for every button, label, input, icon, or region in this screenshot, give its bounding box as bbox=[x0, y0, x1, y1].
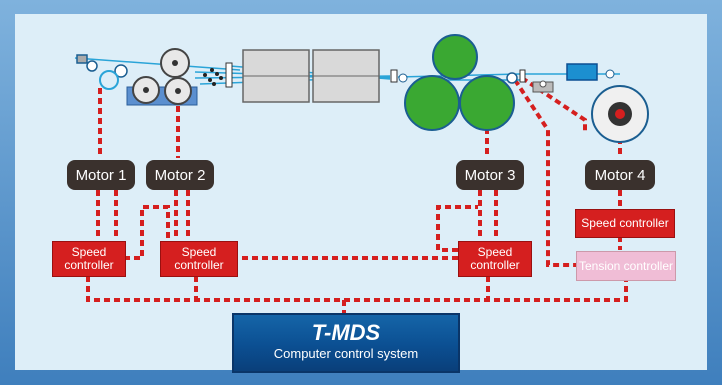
motor-3: Motor 3 bbox=[456, 160, 524, 190]
guide-roll-1 bbox=[86, 60, 98, 72]
line-bus bbox=[86, 276, 628, 302]
speed-controller-4: Speed controller bbox=[575, 209, 675, 238]
speed-controller-2-label: Speed controller bbox=[174, 245, 224, 272]
godet-top bbox=[432, 34, 478, 80]
stretch-rollers bbox=[126, 48, 198, 106]
speed-controller-3-label: Speed controller bbox=[470, 245, 520, 272]
motor-4: Motor 4 bbox=[585, 160, 655, 190]
tension-controller: Tension controller bbox=[576, 251, 676, 281]
tmds-title: T-MDS bbox=[311, 320, 381, 345]
motor-2: Motor 2 bbox=[146, 160, 214, 190]
speed-controller-2: Speed controller bbox=[160, 241, 238, 277]
tmds-subtitle: Computer control system bbox=[273, 346, 419, 361]
speed-controller-1: Speed controller bbox=[52, 241, 126, 277]
motor-1: Motor 1 bbox=[67, 160, 135, 190]
signal-lines bbox=[86, 76, 628, 313]
speed-controller-3: Speed controller bbox=[458, 241, 532, 277]
reed-guide bbox=[225, 62, 233, 88]
godet-left bbox=[404, 75, 460, 131]
line-ctrl1-ctrl2 bbox=[124, 205, 170, 260]
feed-guides bbox=[76, 54, 128, 90]
tmds-system-box: T-MDS Computer control system bbox=[232, 313, 460, 373]
winder bbox=[591, 85, 649, 143]
speed-controller-1-label: Speed controller bbox=[64, 245, 114, 272]
traverse-unit bbox=[566, 63, 598, 81]
godet-rollers bbox=[404, 34, 515, 131]
tension-points bbox=[203, 68, 223, 86]
guide-roll-2 bbox=[114, 64, 128, 78]
line-ctrl3-loop bbox=[436, 205, 478, 252]
godet-right bbox=[459, 75, 515, 131]
